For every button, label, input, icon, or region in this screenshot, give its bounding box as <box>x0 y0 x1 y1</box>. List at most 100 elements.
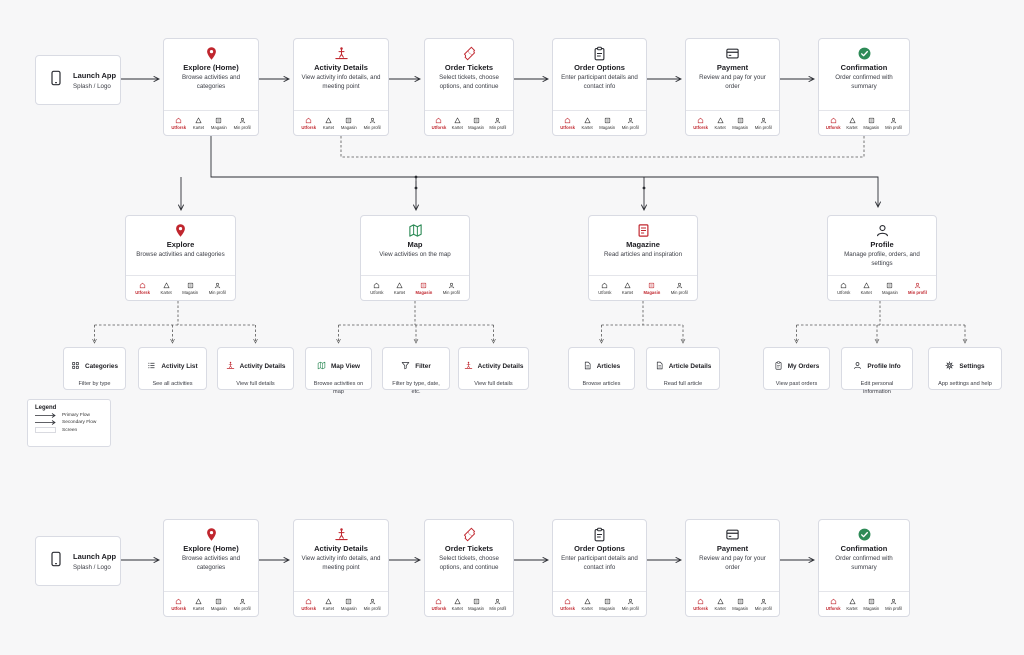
tab-magasin[interactable]: Magasin <box>599 597 615 611</box>
tab-min-profil[interactable]: Min profil <box>489 116 506 130</box>
tab-kartet[interactable]: Kartet <box>861 281 872 295</box>
tab-min-profil[interactable]: Min profil <box>755 597 772 611</box>
tab-magasin[interactable]: Magasin <box>732 597 748 611</box>
tab-magasin[interactable]: Magasin <box>644 281 660 295</box>
tab-min-profil[interactable]: Min profil <box>234 597 251 611</box>
tab-utforsk[interactable]: Utforsk <box>837 281 850 295</box>
tab-min-profil[interactable]: Min profil <box>755 116 772 130</box>
tab-utforsk[interactable]: Utforsk <box>826 597 841 611</box>
tab-kartet[interactable]: Kartet <box>846 116 858 130</box>
tab-magasin[interactable]: Magasin <box>863 597 879 611</box>
tab-kartet[interactable]: Kartet <box>452 597 463 611</box>
tab-utforsk[interactable]: Utforsk <box>693 597 708 611</box>
tab-magasin[interactable]: Magasin <box>863 116 879 130</box>
tab-utforsk[interactable]: Utforsk <box>826 116 841 130</box>
tab-kartet[interactable]: Kartet <box>323 116 334 130</box>
tab-magasin[interactable]: Magasin <box>211 597 227 611</box>
tab-utforsk[interactable]: Utforsk <box>560 597 575 611</box>
tab-min-profil[interactable]: Min profil <box>443 281 460 295</box>
tab-min-profil[interactable]: Min profil <box>234 116 251 130</box>
tab-min-profil[interactable]: Min profil <box>885 597 902 611</box>
tab-magasin[interactable]: Magasin <box>732 116 748 130</box>
tab-kartet[interactable]: Kartet <box>323 597 334 611</box>
tab-kartet[interactable]: Kartet <box>394 281 405 295</box>
tab-utforsk[interactable]: Utforsk <box>693 116 708 130</box>
tab-kartet[interactable]: Kartet <box>715 597 726 611</box>
tab-utforsk[interactable]: Utforsk <box>432 597 446 611</box>
tab-magasin[interactable]: Magasin <box>599 116 615 130</box>
tab-magasin[interactable]: Magasin <box>211 116 227 130</box>
tab-magasin[interactable]: Magasin <box>341 116 357 130</box>
tab-utforsk[interactable]: Utforsk <box>301 597 316 611</box>
tab-min-profil[interactable]: Min profil <box>622 597 639 611</box>
tab-kartet[interactable]: Kartet <box>161 281 172 295</box>
tab-min-profil[interactable]: Min profil <box>364 116 381 130</box>
tab-utforsk[interactable]: Utforsk <box>171 116 186 130</box>
tab-magasin[interactable]: Magasin <box>182 281 198 295</box>
tab-magasin[interactable]: Magasin <box>468 116 484 130</box>
tab-kartet[interactable]: Kartet <box>846 597 858 611</box>
screen-description: Order confirmed with summary <box>835 74 893 90</box>
tab-min-profil[interactable]: Min profil <box>908 281 927 295</box>
tab-min-profil[interactable]: Min profil <box>885 116 902 130</box>
screen-explore-home[interactable]: Explore (Home)Browse activities and cate… <box>163 519 259 617</box>
tab-utforsk[interactable]: Utforsk <box>432 116 446 130</box>
subscreen-title: Activity Details <box>477 362 524 370</box>
tab-utforsk[interactable]: Utforsk <box>135 281 150 295</box>
tab-utforsk[interactable]: Utforsk <box>560 116 575 130</box>
tab-home-icon <box>435 597 443 605</box>
tab-min-profil[interactable]: Min profil <box>489 597 506 611</box>
tab-magasin[interactable]: Magasin <box>341 597 357 611</box>
tab-utforsk[interactable]: Utforsk <box>301 116 316 130</box>
launch-subtitle: Splash / Logo <box>73 82 111 90</box>
tab-kartet[interactable]: Kartet <box>193 597 204 611</box>
tab-min-profil[interactable]: Min profil <box>364 597 381 611</box>
tab-kartet[interactable]: Kartet <box>193 116 204 130</box>
tab-min-profil[interactable]: Min profil <box>671 281 688 295</box>
secondary-flow-return <box>340 136 865 158</box>
tab-min-profil[interactable]: Min profil <box>622 116 639 130</box>
tab-utforsk[interactable]: Utforsk <box>598 281 611 295</box>
tab-magasin[interactable]: Magasin <box>882 281 898 295</box>
tab-kartet[interactable]: Kartet <box>622 281 633 295</box>
tab-utforsk[interactable]: Utforsk <box>171 597 186 611</box>
tab-utforsk[interactable]: Utforsk <box>370 281 383 295</box>
tab-home-icon <box>564 597 572 605</box>
tab-magasin[interactable]: Magasin <box>416 281 432 295</box>
tab-kartet[interactable]: Kartet <box>715 116 726 130</box>
tab-min-profil[interactable]: Min profil <box>209 281 226 295</box>
tab-map-icon <box>862 281 870 289</box>
tab-kartet[interactable]: Kartet <box>582 116 593 130</box>
tab-kartet[interactable]: Kartet <box>582 597 593 611</box>
screen-explore-home[interactable]: Explore (Home)Browse activities and cate… <box>163 38 259 136</box>
tab-kartet[interactable]: Kartet <box>452 116 463 130</box>
tab-magasin[interactable]: Magasin <box>468 597 484 611</box>
